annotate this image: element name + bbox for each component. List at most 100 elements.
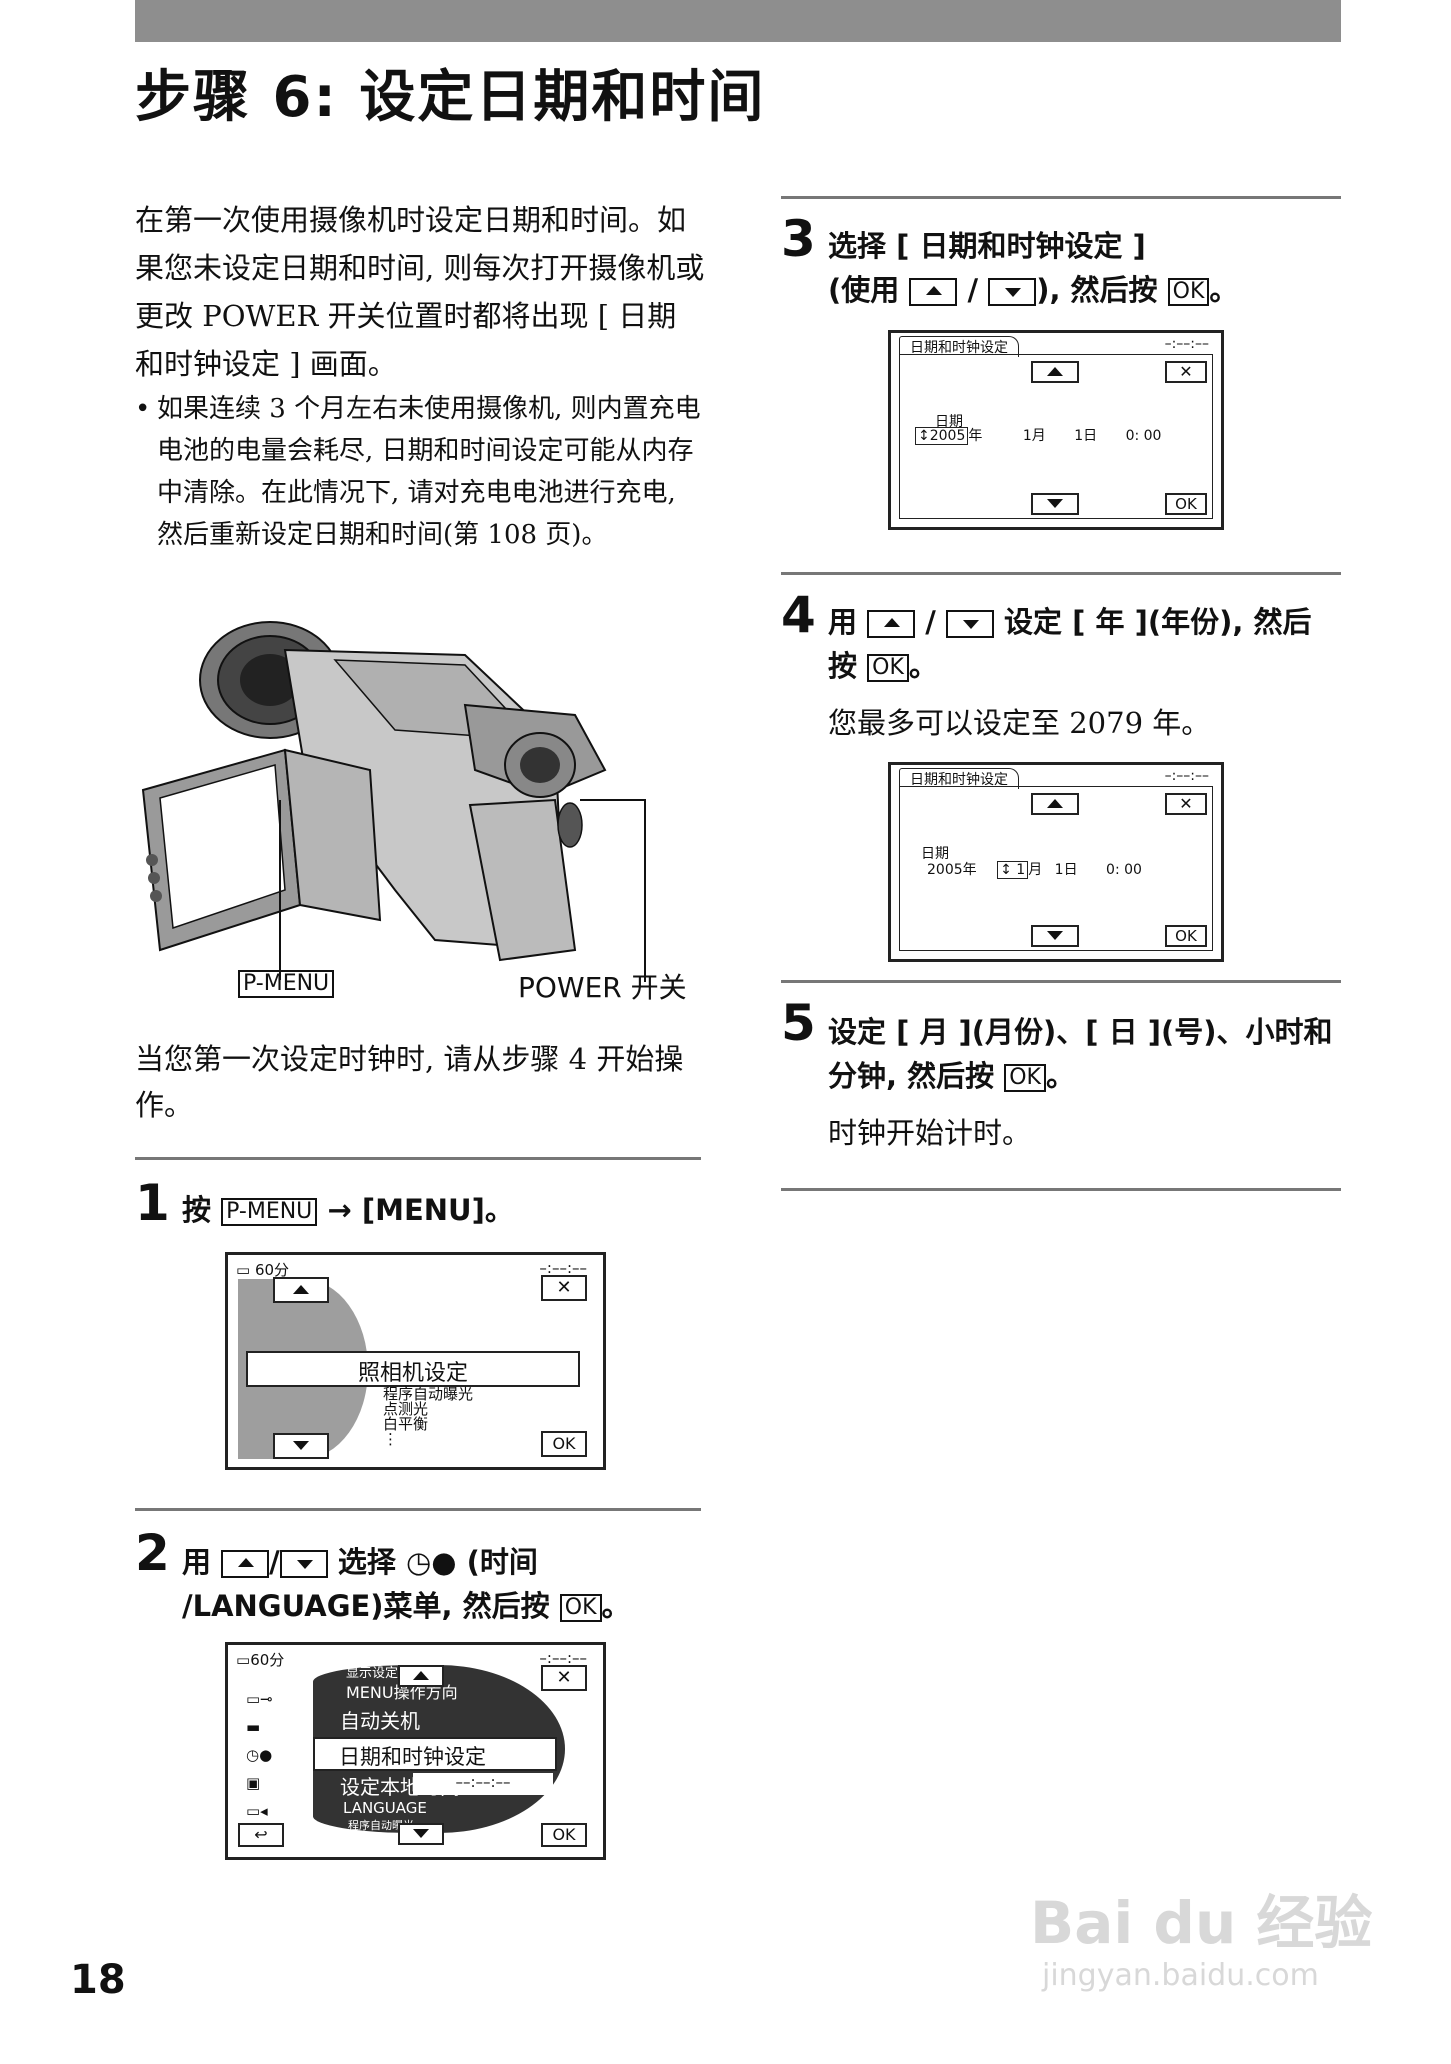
menu-item[interactable]: MENU操作方向 <box>346 1683 458 1702</box>
step2-post2: /LANGUAGE)菜单, 然后按 <box>182 1589 550 1623</box>
step4-pre: 用 <box>828 605 858 639</box>
step5-subtext: 时钟开始计时。 <box>828 1116 1032 1150</box>
step5-text: 设定 [ 月 ](月份)、[ 日 ](号)、小时和 分钟, 然后按 OK。 <box>828 1010 1341 1098</box>
year-field[interactable]: ↕2005 <box>915 427 969 445</box>
selected-menu-row[interactable]: 日期和时钟设定 <box>313 1737 557 1771</box>
up-key-icon <box>221 1550 270 1578</box>
display-icon[interactable]: ▭⊸ <box>246 1690 273 1708</box>
up-key-icon <box>909 278 958 306</box>
step1-number: 1 <box>135 1174 170 1232</box>
day-value[interactable]: 1日 <box>1054 862 1078 878</box>
step2-pre: 用 <box>182 1545 212 1579</box>
pmenu-key: P-MENU <box>238 970 335 998</box>
down-button[interactable] <box>1031 925 1079 947</box>
day-value[interactable]: 1日 <box>1074 428 1098 444</box>
step1-rule <box>135 1157 701 1160</box>
up-button[interactable] <box>273 1277 329 1303</box>
step4-text: 用 / 设定 [ 年 ](年份), 然后 按 OK。 <box>828 600 1341 688</box>
screen2: ▭60分 –:––:–– 显示设定 MENU操作方向 自动关机 日期和时钟设定 … <box>225 1642 606 1860</box>
step2-rule <box>135 1508 701 1511</box>
down-key-icon <box>945 610 994 638</box>
intro-paragraph: 在第一次使用摄像机时设定日期和时间。如果您未设定日期和时间, 则每次打开摄像机或… <box>135 203 705 381</box>
ok-button[interactable]: OK <box>1165 925 1207 947</box>
submenu-item[interactable]: 点测光 <box>383 1400 429 1418</box>
time-value[interactable]: 0: 00 <box>1125 428 1162 444</box>
step5-rule <box>781 980 1341 983</box>
ok-button[interactable]: OK <box>541 1431 587 1457</box>
pmenu-key: P-MENU <box>221 1198 318 1226</box>
step4-pre2: 按 <box>828 649 858 683</box>
clock-text: –:––:–– <box>1164 336 1209 352</box>
tape-icon[interactable]: ▣ <box>246 1774 261 1792</box>
ok-key: OK <box>559 1594 602 1622</box>
bullet-text: 如果连续 3 个月左右未使用摄像机, 则内置充电电池的电量会耗尽, 日期和时间设… <box>157 394 701 550</box>
year-value[interactable]: 2005年 <box>927 862 977 878</box>
up-button[interactable] <box>1031 793 1079 815</box>
submenu-item[interactable]: 程序自动曝光 <box>383 1385 474 1403</box>
ok-button[interactable]: OK <box>1165 493 1207 515</box>
month-value[interactable]: 1月 <box>1022 428 1046 444</box>
step5-line2: 分钟, 然后按 <box>828 1059 995 1093</box>
toolbox-icon[interactable]: ▬ <box>246 1718 261 1736</box>
step5-end: 。 <box>1045 1059 1075 1093</box>
ok-button[interactable]: OK <box>541 1823 587 1847</box>
screen-frame <box>899 354 1213 519</box>
menu-item[interactable]: LANGUAGE <box>343 1799 427 1817</box>
back-button[interactable]: ↩ <box>238 1823 284 1847</box>
time-value[interactable]: 0: 00 <box>1106 862 1142 878</box>
ok-key: OK <box>1167 278 1210 306</box>
arrow-icon: → <box>327 1193 352 1227</box>
year-suffix: 年 <box>968 428 983 444</box>
step5-number: 5 <box>781 994 816 1052</box>
clock-globe-icon[interactable]: ◷● <box>246 1746 273 1764</box>
submenu-item[interactable]: 白平衡 <box>383 1415 429 1433</box>
down-button[interactable] <box>273 1433 329 1459</box>
submenu-list: 程序自动曝光 点测光 白平衡 ⋮ <box>383 1387 473 1447</box>
page-number: 18 <box>70 1957 126 2003</box>
clock-text: –:––:–– <box>539 1259 587 1277</box>
camcorder-illustration <box>141 621 646 982</box>
menu-item-top[interactable]: 显示设定 <box>346 1666 399 1681</box>
close-button[interactable]: ✕ <box>1165 793 1207 815</box>
clock-text: –:––:–– <box>539 1649 587 1667</box>
up-button[interactable] <box>398 1665 444 1687</box>
step5-line1: 设定 [ 月 ](月份)、[ 日 ](号)、小时和 <box>828 1015 1333 1049</box>
step4-rule <box>781 572 1341 575</box>
month-suffix: 月 <box>1028 862 1043 878</box>
date-label: 日期 <box>921 846 949 862</box>
slash: / <box>967 273 979 307</box>
date-label: 日期 <box>935 414 963 430</box>
screen-tab: 日期和时钟设定 <box>899 768 1019 789</box>
down-button[interactable] <box>1031 493 1079 515</box>
selected-menu-row[interactable]: 照相机设定 <box>246 1351 580 1387</box>
close-button[interactable]: ✕ <box>541 1275 587 1301</box>
down-button[interactable] <box>398 1823 444 1845</box>
month-field[interactable]: ↕ 1 <box>997 861 1029 879</box>
menu-item[interactable]: 自动关机 <box>340 1709 420 1733</box>
end-rule <box>781 1188 1341 1191</box>
watermark-url: jingyan.baidu.com <box>1042 1958 1319 1993</box>
step2-end: 。 <box>601 1589 631 1623</box>
close-button[interactable]: ✕ <box>541 1665 587 1691</box>
page-title: 步骤 6: 设定日期和时间 <box>135 65 766 130</box>
screen-tab: 日期和时钟设定 <box>899 336 1019 357</box>
close-button[interactable]: ✕ <box>1165 361 1207 383</box>
camera-icon[interactable]: ▭◂ <box>246 1802 268 1820</box>
slash: / <box>925 605 936 639</box>
step4-end: 。 <box>908 649 938 683</box>
battery-text: 60分 <box>254 1261 290 1279</box>
step1-pre: 按 <box>182 1193 212 1227</box>
step3-pre2: (使用 <box>828 273 900 307</box>
step2-text: 用 / 选择 ◷● (时间 /LANGUAGE)菜单, 然后按 OK。 <box>182 1540 702 1628</box>
bullet-mark: • <box>135 394 151 424</box>
step3-end: 。 <box>1209 273 1239 307</box>
up-button[interactable] <box>1031 361 1079 383</box>
menu-item-bottom[interactable]: 程序自动曝光 <box>348 1819 414 1832</box>
ok-key: OK <box>1004 1064 1046 1092</box>
battery-text: 60分 <box>250 1651 285 1669</box>
step4-number: 4 <box>781 586 816 644</box>
step4-mid: 设定 [ 年 ](年份), 然后 <box>1004 605 1312 639</box>
